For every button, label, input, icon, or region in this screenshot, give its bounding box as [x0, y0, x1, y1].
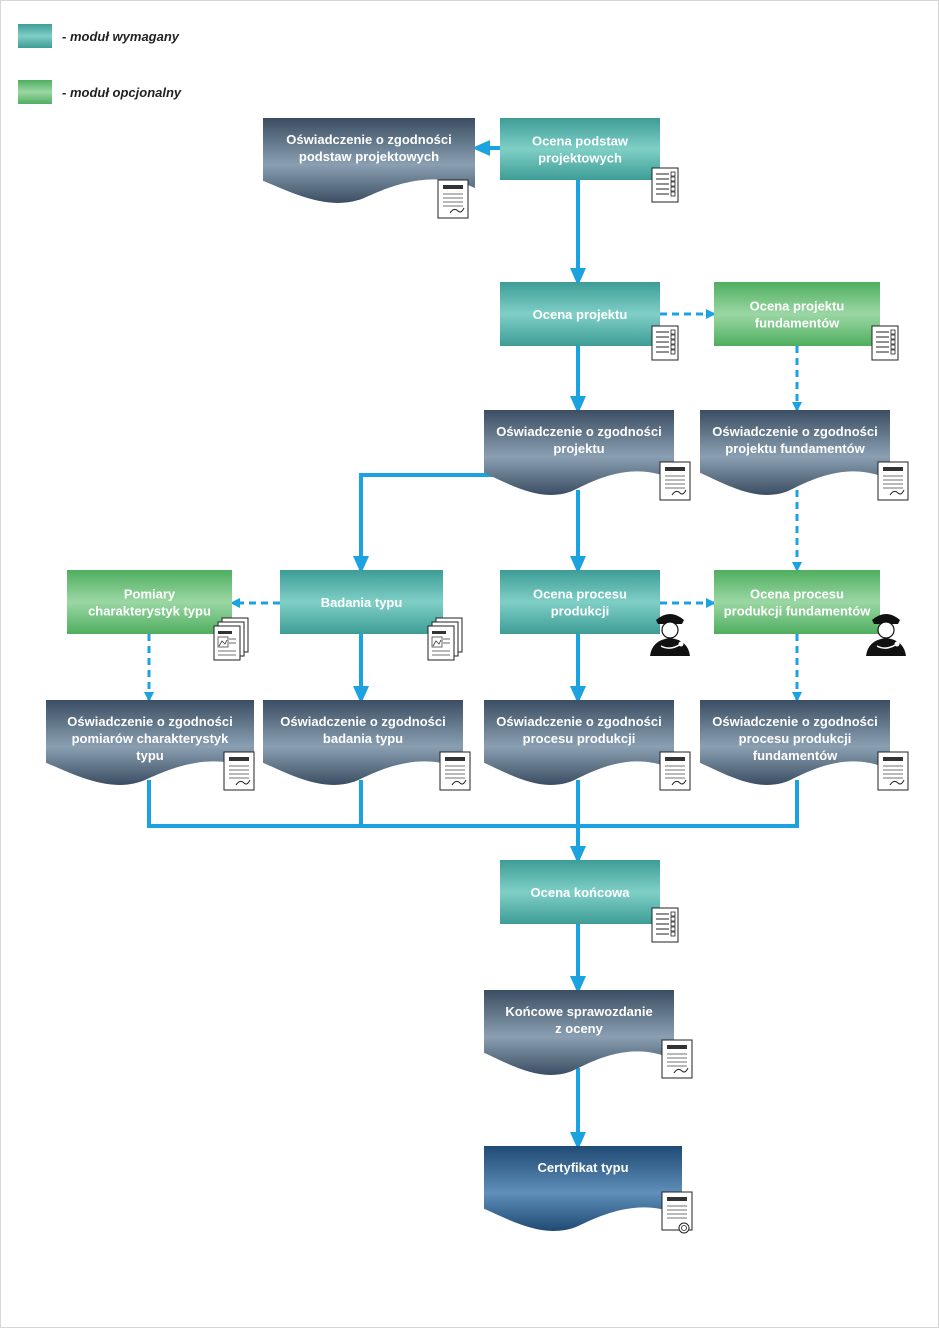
node-osw-procesu-fund: Oświadczenie o zgodności procesu produkcj…	[700, 700, 909, 791]
node-label-line: Końcowe sprawozdanie	[505, 1004, 652, 1019]
legend-optional-label: - moduł opcjonalny	[62, 85, 182, 100]
node-shape	[500, 118, 660, 180]
checklist-icon	[871, 325, 899, 361]
node-shape	[700, 700, 890, 785]
node-ocena-podstaw: Ocena podstaw projektowych	[500, 118, 679, 203]
node-shape	[500, 570, 660, 634]
node-label-line: typu	[136, 748, 164, 763]
node-osw-projektu: Oświadczenie o zgodności projektu	[484, 410, 691, 501]
certificate-document-icon	[223, 751, 255, 791]
node-pomiary: Pomiary charakterystyk typu	[67, 570, 249, 661]
node-shape	[67, 570, 232, 634]
node-sprawozdanie: Końcowe sprawozdanie z oceny	[484, 990, 693, 1079]
node-label-line: Oświadczenie o zgodności	[712, 424, 877, 439]
node-shape	[280, 570, 443, 634]
node-ocena-proj-fund: Ocena projektu fundamentów	[714, 282, 899, 361]
node-badania: Badania typu	[280, 570, 463, 661]
certificate-document-icon	[659, 461, 691, 501]
node-certyfikat: Certyfikat typu	[484, 1146, 693, 1234]
legend-required-swatch	[18, 24, 52, 48]
documents-stack-icon	[213, 617, 249, 661]
node-label-line: z oceny	[555, 1021, 603, 1036]
node-osw-podstaw: Oświadczenie o zgodności podstaw projekto…	[263, 118, 475, 219]
checklist-icon	[651, 167, 679, 203]
checklist-icon	[651, 907, 679, 943]
node-ocena-procesu-fund: Ocena procesu produkcji fundamentów	[714, 570, 907, 657]
node-label-line: podstaw projektowych	[299, 149, 439, 164]
node-shape	[484, 1146, 682, 1231]
node-label-line: Oświadczenie o zgodności	[280, 714, 445, 729]
node-label-line: fundamentów	[753, 748, 838, 763]
checklist-icon	[651, 325, 679, 361]
node-label-line: Ocena projektu	[750, 299, 845, 314]
legend-optional-swatch	[18, 80, 52, 104]
node-label-line: produkcji fundamentów	[724, 604, 872, 619]
node-label-line: pomiarów charakterystyk	[72, 731, 230, 746]
node-osw-proj-fund: Oświadczenie o zgodności projektu fundame…	[700, 410, 909, 501]
node-label-line: Ocena podstaw	[532, 134, 629, 149]
node-label-line: badania typu	[323, 731, 403, 746]
node-label-line: procesu produkcji	[523, 731, 636, 746]
node-shape	[714, 282, 880, 346]
node-label-line: Ocena procesu	[750, 587, 844, 602]
node-shape	[500, 282, 660, 346]
node-shape	[484, 410, 674, 495]
node-label-line: Oświadczenie o zgodności	[496, 714, 661, 729]
node-label-line: produkcji	[551, 604, 610, 619]
certificate-document-icon	[439, 751, 471, 791]
node-label-line: Oświadczenie o zgodności	[712, 714, 877, 729]
node-label-line: Ocena projektu	[533, 307, 628, 322]
node-label-line: Ocena procesu	[533, 587, 627, 602]
node-label-line: Oświadczenie o zgodności	[496, 424, 661, 439]
sealed-certificate-icon	[661, 1191, 693, 1234]
node-ocena-procesu: Ocena procesu produkcji	[500, 570, 691, 657]
node-shape	[263, 700, 463, 785]
node-label-line: projektu fundamentów	[725, 441, 865, 456]
node-label-line: procesu produkcji	[739, 731, 852, 746]
node-ocena-projektu: Ocena projektu	[500, 282, 679, 361]
node-label-line: Oświadczenie o zgodności	[67, 714, 232, 729]
node-label-line: projektu	[553, 441, 604, 456]
node-label-line: Certyfikat typu	[537, 1160, 628, 1175]
node-label-line: Oświadczenie o zgodności	[286, 132, 451, 147]
merge-line	[147, 780, 799, 828]
node-shape	[46, 700, 254, 785]
node-osw-badania: Oświadczenie o zgodności badania typu	[263, 700, 471, 791]
node-osw-procesu: Oświadczenie o zgodności procesu produkcj…	[484, 700, 691, 791]
node-ocena-koncowa: Ocena końcowa	[500, 860, 679, 943]
node-label-line: Ocena końcowa	[531, 885, 631, 900]
documents-stack-icon	[427, 617, 463, 661]
certificate-document-icon	[437, 179, 469, 219]
legend-required-label: - moduł wymagany	[62, 29, 180, 44]
node-label-line: Badania typu	[321, 595, 403, 610]
certificate-document-icon	[877, 461, 909, 501]
node-label-line: Pomiary	[124, 587, 176, 602]
node-label-line: fundamentów	[755, 316, 840, 331]
node-label-line: projektowych	[538, 151, 622, 166]
certificate-document-icon	[877, 751, 909, 791]
node-osw-pomiarow: Oświadczenie o zgodności pomiarów charakt…	[46, 700, 255, 791]
node-shape	[500, 860, 660, 924]
node-label-line: charakterystyk typu	[88, 604, 211, 619]
certificate-document-icon	[661, 1039, 693, 1079]
node-shape	[263, 118, 475, 203]
node-shape	[484, 990, 674, 1075]
node-shape	[484, 700, 674, 785]
node-shape	[714, 570, 880, 634]
legend: - moduł wymagany - moduł opcjonalny	[18, 24, 182, 104]
node-shape	[700, 410, 890, 495]
certificate-document-icon	[659, 751, 691, 791]
